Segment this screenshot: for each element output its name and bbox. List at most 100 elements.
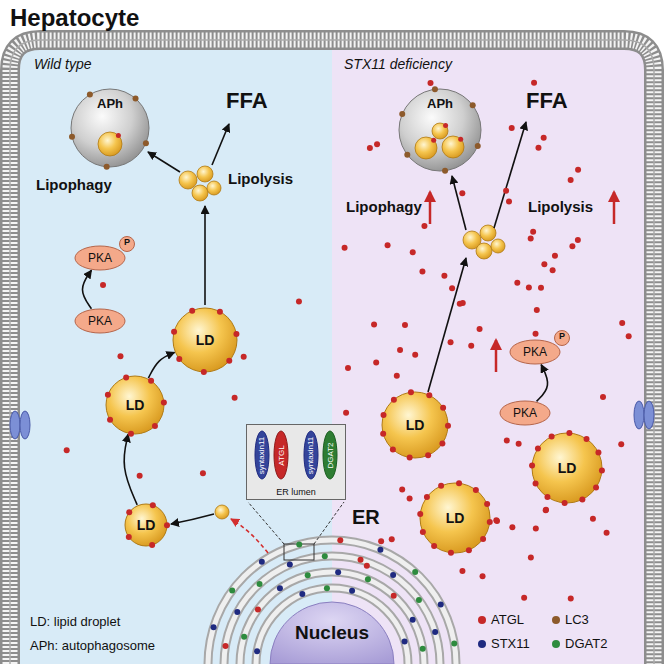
flow-connector bbox=[124, 434, 137, 505]
increase-arrow bbox=[430, 192, 614, 372]
protein-dot bbox=[533, 525, 539, 531]
legend-swatch bbox=[478, 640, 486, 648]
protein-shape: syntaxin11 bbox=[254, 430, 270, 480]
process-label: FFA bbox=[226, 88, 268, 114]
protein-dot bbox=[255, 606, 261, 612]
pka-oval: PKAP bbox=[74, 245, 126, 271]
node-text: syntaxin11 bbox=[307, 436, 316, 474]
node-text: LD bbox=[446, 510, 465, 526]
panel-heading: STX11 deficiency bbox=[344, 56, 452, 72]
legend-item: LC3 bbox=[552, 612, 589, 627]
protein-dot bbox=[373, 359, 379, 365]
protein-dot bbox=[374, 141, 380, 147]
protein-dot bbox=[531, 80, 537, 86]
budding-arrow bbox=[231, 519, 268, 553]
legend-swatch bbox=[552, 640, 560, 648]
protein-dot bbox=[223, 643, 229, 649]
protein-dot bbox=[296, 541, 302, 547]
panel-heading: Wild type bbox=[34, 56, 91, 72]
flow-connector bbox=[537, 365, 548, 402]
protein-dot bbox=[438, 601, 444, 607]
protein-dot bbox=[535, 145, 541, 151]
node-text: APh bbox=[427, 96, 453, 111]
protein-dot bbox=[541, 261, 547, 267]
wild-type-ground bbox=[20, 50, 332, 664]
legend-item: DGAT2 bbox=[552, 636, 607, 651]
protein-dot bbox=[211, 624, 217, 630]
protein-dot bbox=[541, 135, 547, 141]
node-text: LD bbox=[137, 517, 156, 533]
protein-dot bbox=[412, 569, 418, 575]
node-text: Nucleus bbox=[295, 622, 369, 644]
protein-dot bbox=[441, 273, 447, 279]
protein-dot bbox=[299, 591, 305, 597]
protein-dot bbox=[200, 470, 206, 476]
process-label: ER bbox=[352, 506, 380, 529]
protein-dot bbox=[590, 516, 596, 522]
lipid-droplet: LD bbox=[105, 375, 165, 435]
flow-connector bbox=[148, 352, 174, 378]
protein-dot bbox=[480, 573, 486, 579]
protein-dot bbox=[449, 285, 455, 291]
protein-dot bbox=[389, 536, 395, 542]
protein-dot bbox=[402, 322, 408, 328]
protein-dot bbox=[543, 507, 549, 513]
protein-dot bbox=[410, 617, 416, 623]
protein-dot bbox=[451, 640, 457, 646]
protein-dot bbox=[337, 537, 343, 543]
process-label: FFA bbox=[526, 88, 568, 114]
pka-oval: PKA bbox=[74, 308, 126, 334]
figure-title: Hepatocyte bbox=[10, 4, 139, 32]
protein-dot bbox=[459, 190, 465, 196]
node-text: PKA bbox=[88, 251, 112, 265]
protein-shape: DGAT2 bbox=[322, 430, 338, 480]
protein-dot bbox=[604, 530, 610, 536]
inset-leader bbox=[248, 502, 344, 560]
abbreviation-note: APh: autophagosome bbox=[30, 638, 155, 653]
protein-dot bbox=[324, 585, 330, 591]
protein-dot bbox=[509, 524, 515, 530]
lipid-droplet: LD bbox=[531, 432, 603, 504]
protein-dot bbox=[345, 365, 351, 371]
protein-dot bbox=[509, 125, 515, 131]
protein-dot bbox=[343, 410, 349, 416]
node-text: LD bbox=[406, 417, 425, 433]
protein-dot bbox=[514, 280, 520, 286]
protein-dot bbox=[516, 441, 522, 447]
protein-dot bbox=[391, 593, 397, 599]
protein-shape: ATGL bbox=[273, 430, 289, 480]
node-text: PKA bbox=[513, 406, 537, 420]
autophagosome: APh bbox=[398, 88, 482, 172]
protein-dot bbox=[538, 285, 544, 291]
phospho-mark: P bbox=[554, 330, 570, 346]
cell-membrane bbox=[10, 40, 654, 664]
protein-dot bbox=[533, 331, 539, 337]
protein-dot bbox=[543, 507, 549, 513]
protein-dot bbox=[457, 301, 463, 307]
process-label: Lipophagy bbox=[36, 176, 112, 193]
er-membrane bbox=[208, 540, 456, 664]
protein-dot bbox=[254, 648, 260, 654]
protein-dot bbox=[432, 629, 438, 635]
flow-arrow bbox=[148, 122, 526, 524]
protein-dot bbox=[229, 587, 235, 593]
protein-shape: syntaxin11 bbox=[303, 430, 319, 480]
protein-dot bbox=[600, 394, 606, 400]
protein-dot bbox=[618, 441, 624, 447]
protein-dot bbox=[419, 268, 425, 274]
protein-dot bbox=[619, 320, 625, 326]
process-label: Lipolysis bbox=[528, 198, 593, 215]
protein-dot bbox=[390, 572, 396, 578]
node-text: PKA bbox=[88, 314, 112, 328]
protein-dot bbox=[428, 80, 434, 86]
protein-dot bbox=[287, 562, 293, 568]
protein-dot bbox=[626, 333, 632, 339]
lipid-droplet: LD bbox=[172, 307, 238, 373]
legend-swatch bbox=[478, 616, 486, 624]
protein-dot bbox=[335, 569, 341, 575]
protein-dot bbox=[232, 395, 238, 401]
protein-dot bbox=[448, 339, 454, 345]
protein-dot bbox=[416, 597, 422, 603]
protein-dot bbox=[569, 243, 575, 249]
node-text: PKA bbox=[523, 345, 547, 359]
